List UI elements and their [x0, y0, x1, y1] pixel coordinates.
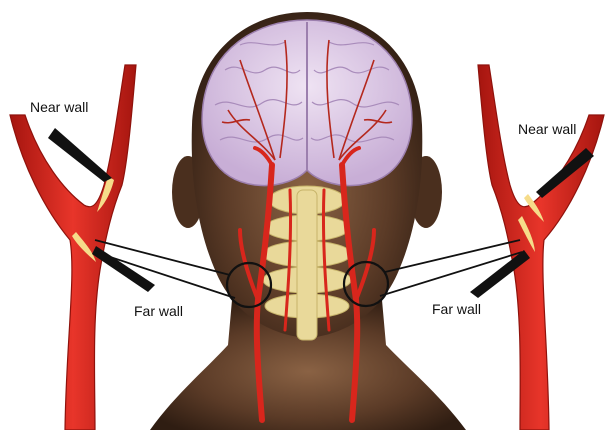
right-zoomed-artery	[478, 65, 604, 430]
left-far-wall-label: Far wall	[134, 303, 183, 319]
left-near-wall-label: Near wall	[30, 99, 88, 115]
right-artery-body	[478, 65, 604, 430]
right-far-wall-label: Far wall	[432, 301, 481, 317]
right-near-wall-label: Near wall	[518, 121, 576, 137]
left-near-wall-pointer	[48, 128, 112, 182]
left-artery-body	[10, 65, 136, 430]
left-zoomed-artery	[10, 65, 136, 430]
head-illustration	[150, 12, 466, 430]
